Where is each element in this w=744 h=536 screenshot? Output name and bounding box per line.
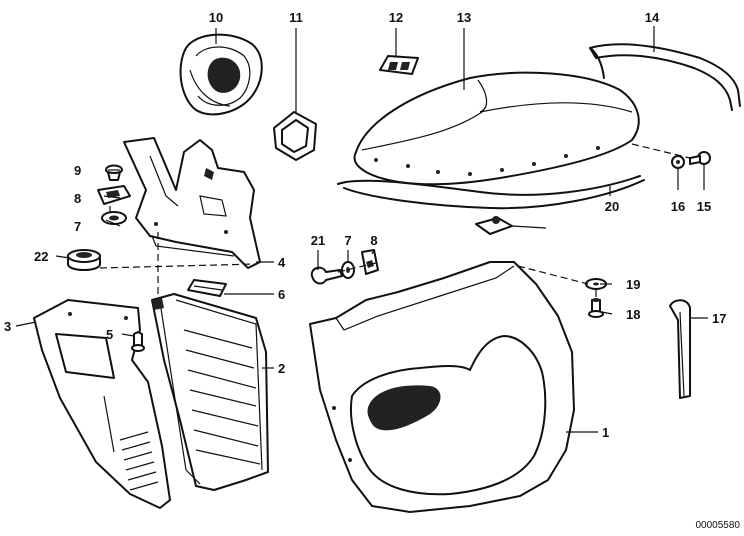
part-17-trim-strip	[669, 299, 691, 399]
callout-14: 14	[645, 10, 660, 25]
part-14-edge-trim	[589, 43, 741, 111]
part-16-washer	[671, 155, 685, 169]
callout-11: 11	[289, 10, 303, 25]
part-13-windscreen	[353, 71, 640, 186]
part-3-side-cover	[33, 299, 171, 509]
callout-10: 10	[209, 10, 223, 25]
part-1-lower-fairing	[309, 261, 575, 513]
part-3-grille-slots	[119, 431, 159, 491]
callout-13: 13	[457, 10, 471, 25]
part-2-louvred-grille	[151, 293, 269, 491]
part-10-rubber-boot	[179, 33, 263, 116]
callout-2: 2	[278, 361, 285, 376]
part-21-bolt	[310, 266, 343, 285]
callout-9: 9	[74, 163, 81, 178]
callout-16: 16	[671, 199, 685, 214]
assembly-dashed-lines	[99, 143, 691, 298]
part-7-washer-mid	[341, 261, 355, 279]
document-number: 00005580	[696, 520, 741, 531]
callout-19: 19	[626, 277, 640, 292]
part-18-screw	[588, 298, 604, 318]
part-2-louvres	[183, 329, 261, 465]
callout-17: 17	[712, 311, 726, 326]
part-6-rubber-strip	[187, 279, 227, 297]
callout-15: 15	[697, 199, 711, 214]
callout-22: 22	[34, 249, 48, 264]
callout-7-mid: 7	[344, 233, 351, 248]
callout-1: 1	[602, 425, 609, 440]
callout-7: 7	[74, 219, 81, 234]
callout-labels: 10 11 12 13 14 9 8 7 22 4 6 5 3 2 21 7 8…	[4, 10, 726, 440]
part-20-seal-strip	[337, 175, 645, 210]
part-8-clip-nut-mid	[361, 249, 379, 275]
part-12-label	[379, 55, 419, 75]
callout-20: 20	[605, 199, 619, 214]
callout-18: 18	[626, 307, 640, 322]
part-7-washer-left	[101, 211, 127, 225]
callout-5: 5	[106, 327, 113, 342]
part-4-bracket-panel	[123, 137, 261, 269]
callout-4: 4	[278, 255, 286, 270]
callout-8: 8	[74, 191, 81, 206]
part-11-grommet	[273, 111, 317, 161]
callout-3: 3	[4, 319, 11, 334]
part-22-rubber-buffer	[67, 249, 101, 271]
part-5-screw	[131, 331, 145, 352]
fairing-clip-nut	[475, 216, 513, 235]
part-15-screw	[689, 151, 711, 165]
callout-6: 6	[278, 287, 285, 302]
part-9-screw	[105, 164, 123, 181]
callout-12: 12	[389, 10, 403, 25]
part-8-clip-nut-left	[97, 185, 131, 205]
leader-lines	[15, 26, 708, 433]
callout-21: 21	[311, 233, 325, 248]
callout-8-mid: 8	[370, 233, 377, 248]
